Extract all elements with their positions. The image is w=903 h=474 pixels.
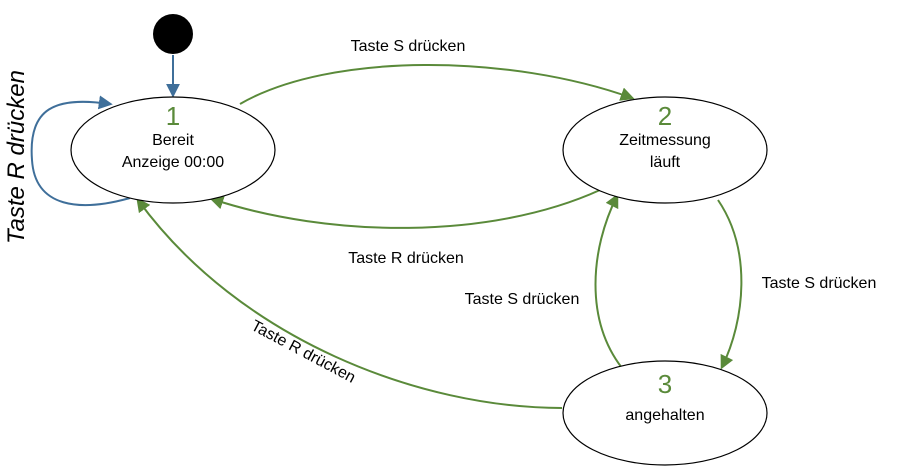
transition-s3-to-s2	[594, 193, 623, 369]
transition-s1-self	[30, 95, 131, 207]
state-3-ellipse	[562, 360, 768, 466]
label-s1-self: Taste R drücken	[3, 70, 30, 244]
transition-s2-to-s1	[209, 189, 601, 229]
label-s3-to-s1: Taste R drücken	[248, 317, 358, 386]
state-3: 3 angehalten	[562, 360, 768, 466]
transition-s1-to-s2	[239, 64, 635, 105]
label-s1-to-s2: Taste S drücken	[351, 38, 466, 55]
label-s2-to-s3: Taste S drücken	[762, 275, 877, 292]
state-1-label-line2: Anzeige 00:00	[122, 154, 224, 171]
transition-s3-to-s1	[136, 197, 563, 409]
state-2-ellipse	[562, 96, 768, 204]
state-1-ellipse	[70, 96, 276, 204]
transition-s2-to-s3	[717, 199, 743, 370]
state-3-number: 3	[658, 369, 672, 399]
state-3-label-line1: angehalten	[625, 407, 704, 424]
label-s2-to-s1: Taste R drücken	[348, 250, 464, 267]
state-2-label-line2: läuft	[650, 154, 681, 171]
state-1-number: 1	[166, 101, 180, 131]
initial-state-dot	[153, 14, 193, 54]
label-s3-to-s2: Taste S drücken	[465, 291, 580, 308]
state-1-label-line1: Bereit	[152, 132, 194, 149]
state-2-number: 2	[658, 101, 672, 131]
state-2: 2 Zeitmessung läuft	[562, 96, 768, 204]
state-2-label-line1: Zeitmessung	[619, 132, 711, 149]
state-1: 1 Bereit Anzeige 00:00	[70, 96, 276, 204]
